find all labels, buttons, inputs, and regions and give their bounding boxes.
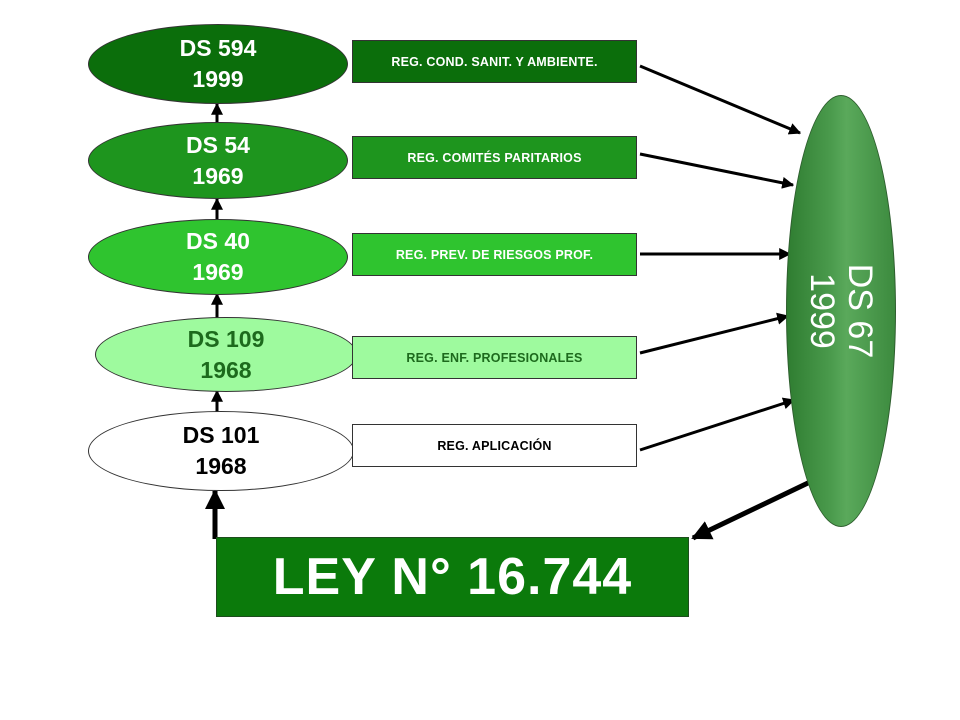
- ds54-ellipse: DS 54 1969: [88, 122, 348, 199]
- law-title: LEY N° 16.744: [272, 548, 633, 606]
- ds67-year: 1999: [803, 273, 841, 349]
- ds67-ellipse: DS 67 1999: [786, 95, 896, 527]
- ds109-year: 1968: [200, 356, 252, 383]
- ds40-code: DS 40: [186, 228, 250, 254]
- reg-comites-label: REG. COMITÉS PARITARIOS: [407, 150, 582, 165]
- reg-prev-riesgos-box: REG. PREV. DE RIESGOS PROF.: [352, 233, 637, 276]
- ds101-year: 1968: [195, 453, 247, 479]
- reg-aplicacion-label: REG. APLICACIÓN: [437, 438, 552, 453]
- ds54-year: 1969: [192, 162, 244, 189]
- law-box: LEY N° 16.744: [216, 537, 689, 617]
- reg-enf-prof-label: REG. ENF. PROFESIONALES: [406, 350, 583, 365]
- ds594-year: 1999: [192, 66, 244, 92]
- reg-enf-prof-box: REG. ENF. PROFESIONALES: [352, 336, 637, 379]
- reg-cond-sanit-box: REG. COND. SANIT. Y AMBIENTE.: [352, 40, 637, 83]
- arrow-reg4-to-ds67: [639, 312, 790, 355]
- arrow-ds67-to-law: [691, 479, 812, 541]
- reg-prev-riesgos-label: REG. PREV. DE RIESGOS PROF.: [395, 247, 594, 262]
- ds101-code: DS 101: [182, 422, 260, 448]
- arrow-reg5-to-ds67: [639, 397, 796, 452]
- ds67-label: DS 67 1999: [803, 264, 879, 359]
- ds101-ellipse: DS 101 1968: [88, 411, 354, 491]
- reg-comites-box: REG. COMITÉS PARITARIOS: [352, 136, 637, 179]
- ds594-code: DS 594: [179, 35, 257, 61]
- arrow-reg1-to-ds67: [639, 64, 802, 135]
- ds40-year: 1969: [192, 259, 244, 285]
- ds594-ellipse: DS 594 1999: [88, 24, 348, 104]
- reg-aplicacion-box: REG. APLICACIÓN: [352, 424, 637, 467]
- ds67-code: DS 67: [841, 263, 879, 359]
- ds109-ellipse: DS 109 1968: [95, 317, 357, 392]
- ds54-code: DS 54: [186, 131, 250, 158]
- arrow-reg2-to-ds67: [639, 152, 795, 189]
- ds40-ellipse: DS 40 1969: [88, 219, 348, 295]
- ds109-code: DS 109: [187, 325, 265, 352]
- reg-cond-sanit-label: REG. COND. SANIT. Y AMBIENTE.: [391, 54, 598, 69]
